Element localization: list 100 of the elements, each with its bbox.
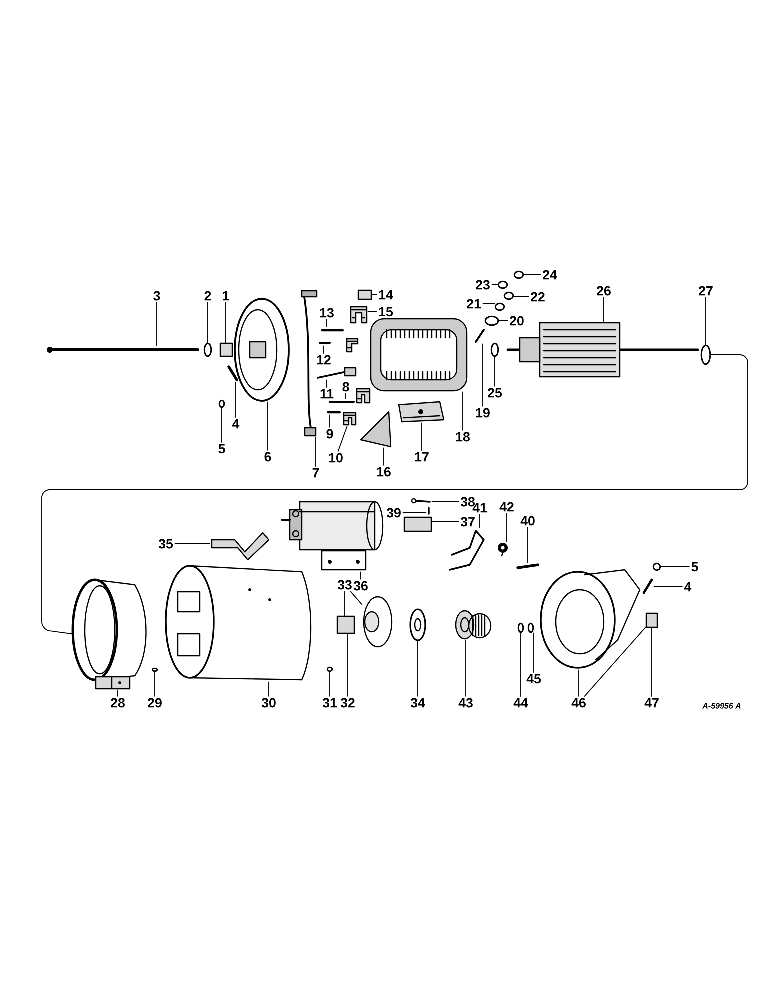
- end-plate: [234, 298, 290, 402]
- callout-number: 17: [415, 452, 429, 462]
- washer: [498, 280, 508, 290]
- ball: [652, 562, 662, 572]
- leader-line: [494, 356, 496, 387]
- assembly-line: [42, 354, 748, 634]
- leader-line: [584, 627, 646, 697]
- leader-line: [654, 586, 683, 588]
- callout-number: 21: [467, 299, 482, 309]
- callout-number: 10: [329, 453, 343, 463]
- bar: [318, 342, 332, 344]
- leader-line: [350, 591, 362, 605]
- callout-number: 12: [317, 355, 331, 365]
- callout-number: 44: [514, 698, 528, 708]
- callout-number: 37: [460, 517, 475, 527]
- leader-line: [520, 632, 522, 698]
- washer: [204, 342, 212, 358]
- callout-number: 3: [154, 291, 160, 301]
- callout-number: 34: [410, 698, 426, 708]
- leader-line: [462, 392, 464, 431]
- callout-number: 42: [500, 502, 514, 512]
- nut: [498, 543, 508, 557]
- field-frame: [370, 318, 468, 392]
- drive-housing: [540, 569, 641, 669]
- housing: [165, 565, 312, 681]
- leader-line: [514, 296, 530, 298]
- leader-line: [156, 302, 158, 346]
- washer: [494, 302, 506, 312]
- washer: [490, 342, 500, 358]
- washer: [504, 292, 514, 300]
- ring: [326, 666, 334, 672]
- bushing: [336, 616, 356, 634]
- leader-line: [372, 294, 378, 296]
- callout-number: 39: [386, 508, 401, 518]
- leader-line: [326, 319, 328, 328]
- pole-shoe: [398, 401, 445, 423]
- callout-number: 23: [476, 280, 490, 290]
- lever: [449, 530, 485, 571]
- wire: [317, 367, 357, 379]
- terminal: [358, 290, 372, 300]
- spring: [350, 306, 368, 324]
- stud: [475, 329, 485, 343]
- callout-number: 29: [148, 698, 162, 708]
- insulator: [360, 411, 392, 448]
- callout-number: 18: [456, 432, 470, 442]
- spring: [356, 388, 371, 404]
- pin: [516, 564, 540, 570]
- callout-number: 26: [597, 286, 611, 296]
- bracket: [211, 532, 270, 561]
- callout-number: 46: [572, 698, 586, 708]
- pin: [411, 498, 431, 504]
- callout-number: 28: [111, 698, 125, 708]
- nut: [514, 270, 524, 280]
- spring: [343, 412, 357, 426]
- bushing: [646, 612, 658, 628]
- callout-number: 41: [472, 503, 488, 513]
- callout-number: 27: [699, 286, 713, 296]
- leader-line: [524, 274, 542, 276]
- callout-number: 30: [262, 698, 276, 708]
- plunger: [404, 516, 432, 532]
- callout-number: 20: [510, 316, 524, 326]
- callout-number: 5: [218, 444, 226, 454]
- leader-line: [578, 670, 580, 697]
- nut: [484, 316, 500, 326]
- leader-line: [482, 344, 484, 407]
- ring: [152, 668, 158, 672]
- bar: [320, 329, 344, 332]
- callout-number: 9: [326, 429, 334, 439]
- callout-number: 40: [520, 516, 535, 526]
- callout-number: 2: [204, 291, 212, 301]
- callout-number: 1: [223, 291, 230, 301]
- leader-line: [492, 284, 498, 286]
- spring: [346, 338, 359, 353]
- leader-line: [338, 426, 348, 452]
- callout-number: 45: [526, 674, 542, 684]
- callout-number: 32: [340, 698, 355, 708]
- callout-number: 16: [377, 467, 391, 477]
- leader-line: [344, 591, 346, 616]
- bar: [326, 411, 342, 414]
- flange: [363, 596, 393, 648]
- ring: [528, 622, 534, 634]
- bushing: [220, 342, 234, 358]
- callout-number: 14: [379, 290, 394, 300]
- callout-number: 19: [476, 408, 490, 418]
- leader-line: [498, 320, 508, 322]
- callout-number: 35: [158, 539, 174, 549]
- leader-line: [660, 566, 690, 568]
- washer: [700, 344, 712, 366]
- callout-number: 24: [543, 270, 558, 280]
- bolt: [47, 347, 200, 353]
- callout-number: 7: [312, 468, 320, 478]
- callout-number: 5: [692, 562, 698, 572]
- callout-number: 4: [232, 419, 240, 429]
- leader-line: [268, 682, 270, 697]
- leader-line: [154, 672, 156, 697]
- callout-number: 43: [458, 698, 473, 708]
- band: [72, 578, 147, 690]
- callout-number: 36: [354, 581, 368, 591]
- callout-number: 38: [460, 497, 475, 507]
- callout-number: 31: [322, 698, 338, 708]
